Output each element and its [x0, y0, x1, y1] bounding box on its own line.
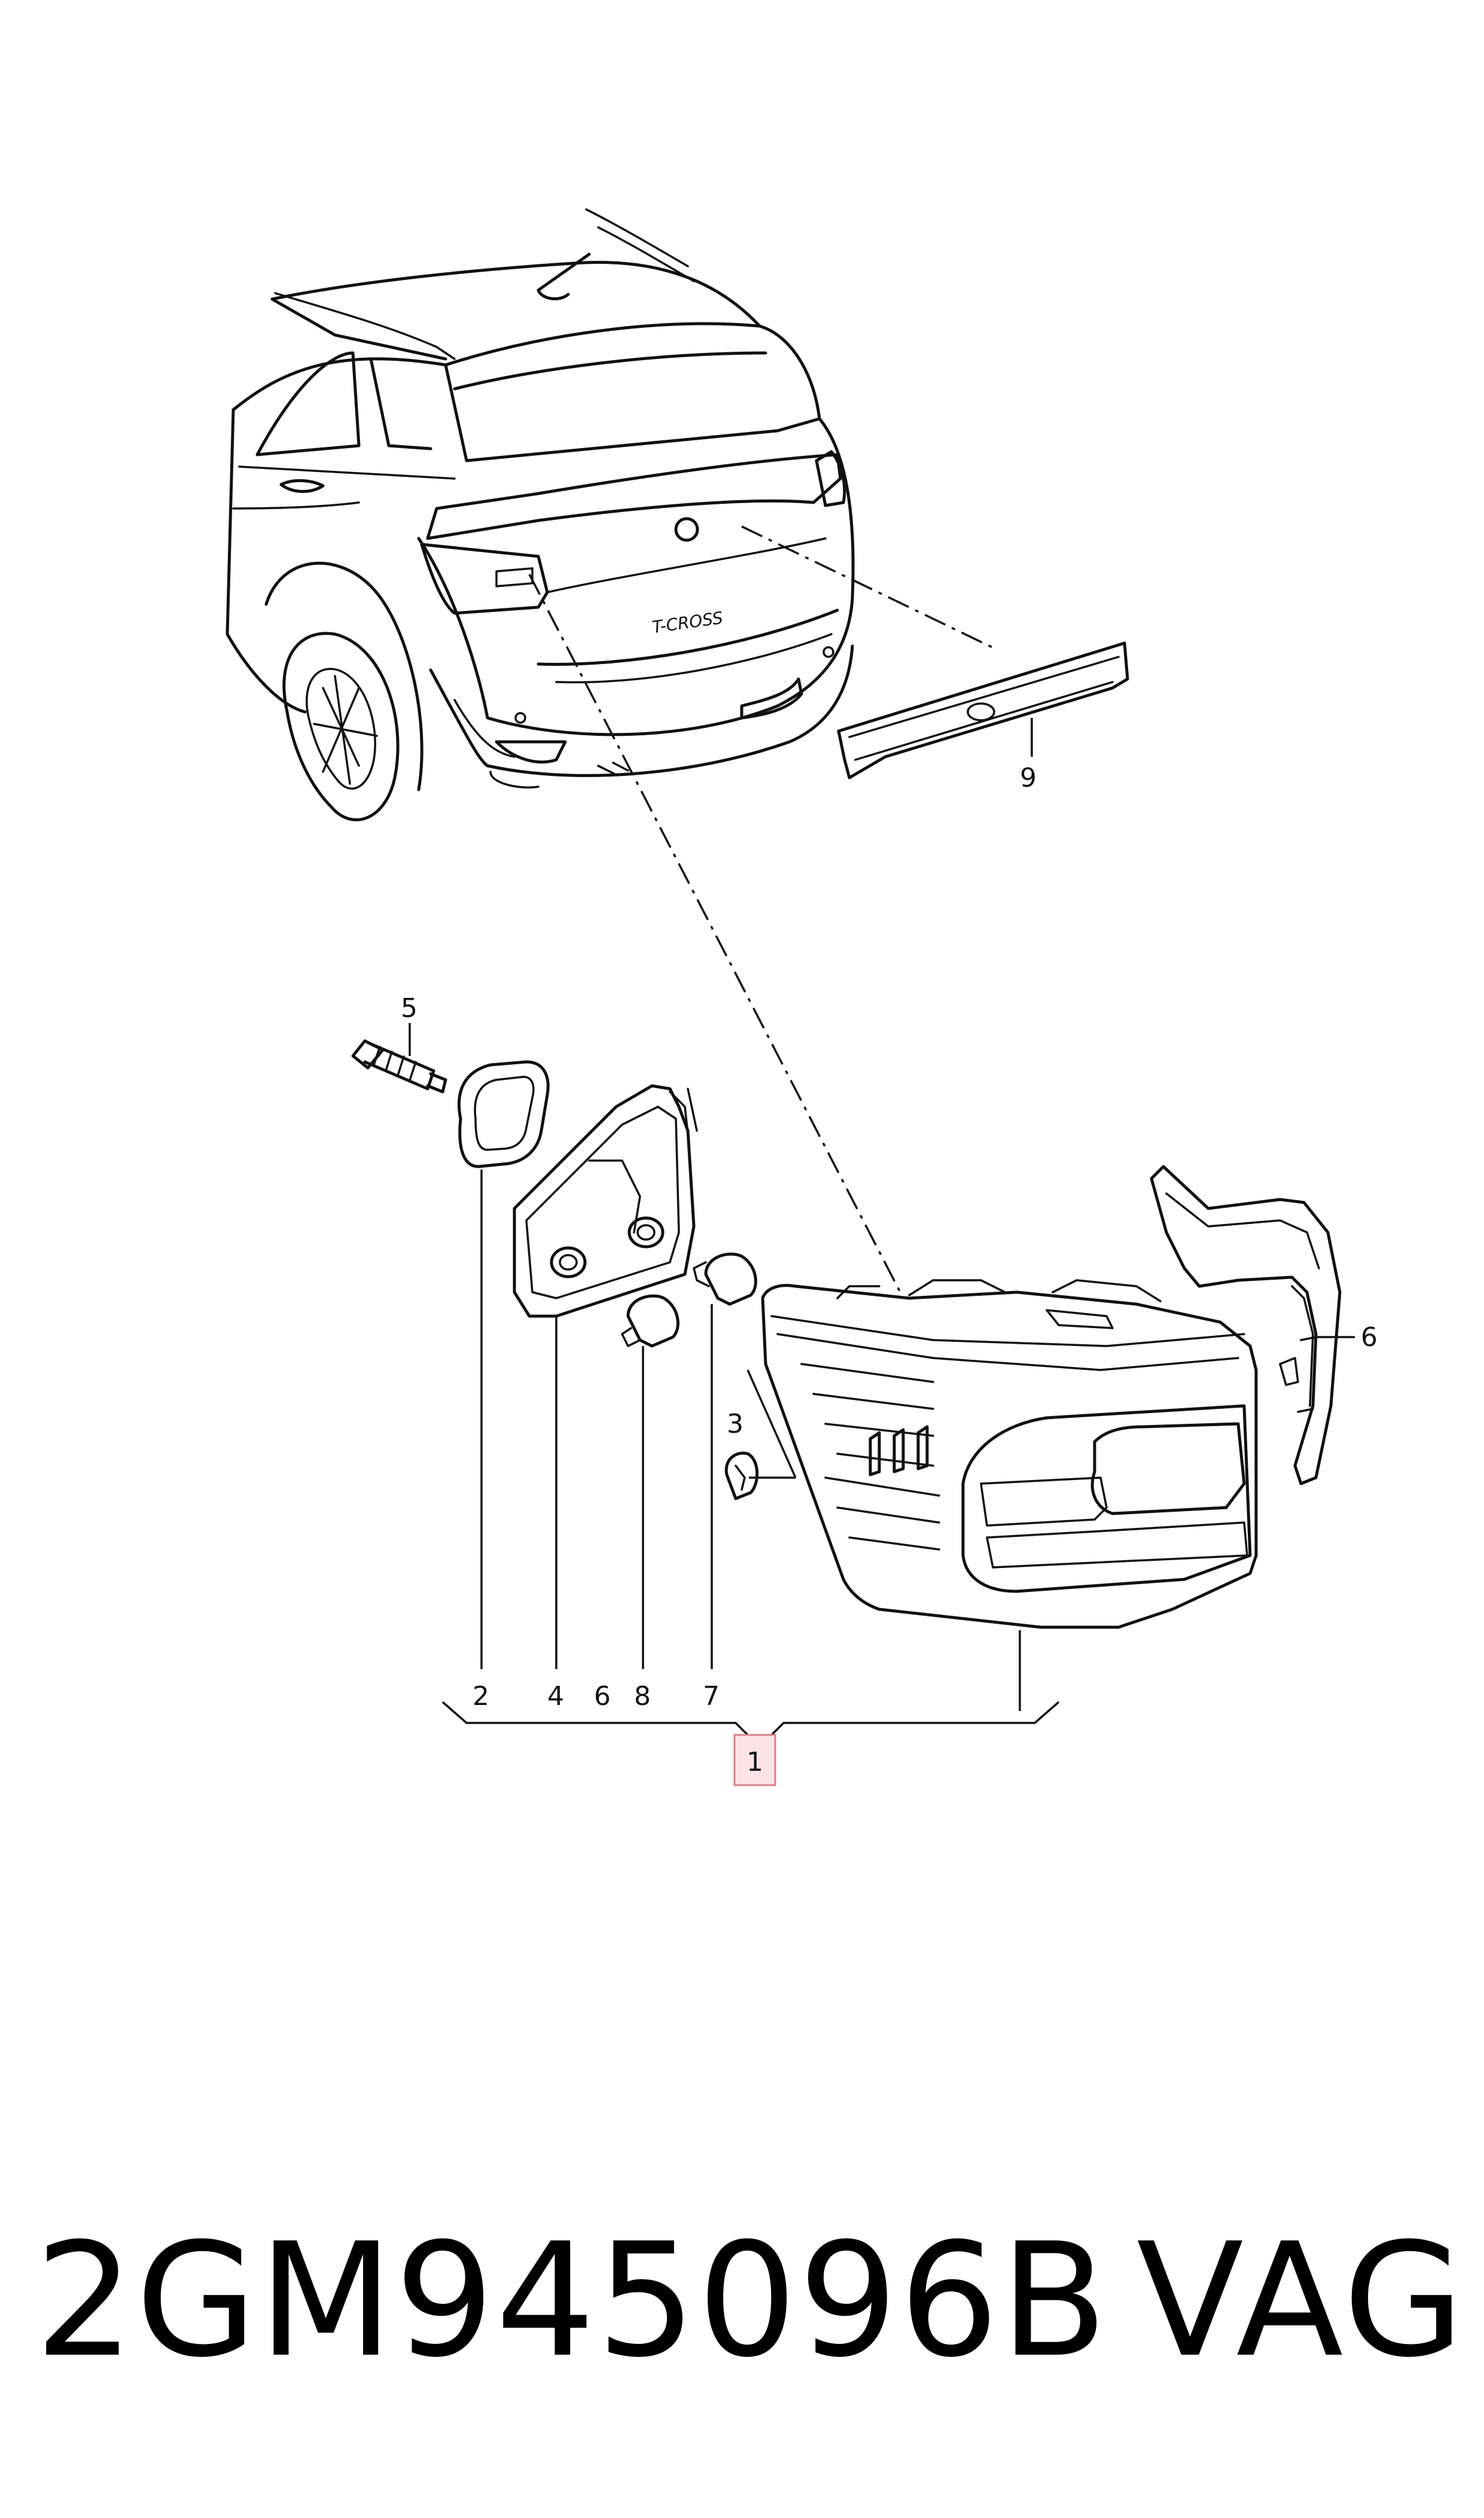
callout-4: 4 [547, 1681, 564, 1712]
callout-2: 2 [473, 1681, 489, 1712]
callout-5: 5 [401, 993, 418, 1024]
callout-labels: 9 5 6 3 2 4 6 8 7 1 [401, 763, 1378, 1777]
callout-1: 1 [746, 1747, 763, 1777]
callout-6-bottom: 6 [594, 1681, 611, 1712]
part-5-screw [351, 1023, 447, 1094]
part-4-bulb-holder [513, 1084, 698, 1669]
callout-7: 7 [703, 1681, 720, 1712]
part-8-bulb [621, 1294, 679, 1669]
part-number: 2GM945096B [35, 2209, 1109, 2392]
callout-9: 9 [1020, 763, 1037, 793]
callout-6-right: 6 [1361, 1322, 1378, 1353]
brand-label: VAG [1136, 2209, 1467, 2392]
callout-1-highlight [733, 1734, 776, 1786]
part-2-gasket [457, 1060, 550, 1669]
car-badge-text: T-CROSS [651, 608, 724, 637]
part-9-trim-strip [837, 641, 1129, 780]
car-illustration: T-CROSS [226, 208, 855, 821]
part-3-clip [724, 1369, 797, 1500]
part-6-bracket [1150, 1165, 1355, 1485]
alignment-lines [528, 525, 997, 1293]
part-7-bulb [693, 1252, 757, 1669]
callout-3: 3 [727, 1409, 743, 1439]
part-1-tail-light [761, 1279, 1258, 1711]
callout-8: 8 [634, 1681, 651, 1712]
